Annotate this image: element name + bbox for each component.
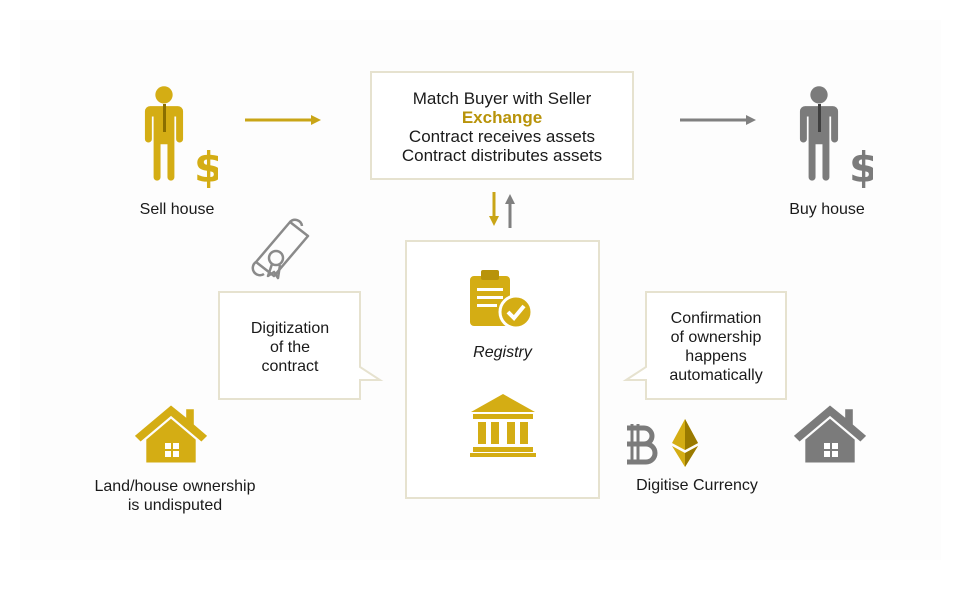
right-callout-line-2: of ownership [670,329,762,346]
ownership-line-1: Land/house ownership [94,478,256,495]
scroll-icon [251,218,310,280]
left-callout-shape [218,291,384,400]
right-callout-text: Confirmation of ownership happens automa… [652,309,780,385]
seller-label: Sell house [139,201,215,218]
exchange-line-3: Contract receives assets [408,127,596,146]
left-callout-line-3: contract [261,358,319,375]
exchange-box: Match Buyer with Seller Exchange Contrac… [370,71,634,180]
currency-label: Digitise Currency [636,477,758,494]
exchange-line-4: Contract distributes assets [401,146,603,165]
right-callout-line-1: Confirmation [670,310,762,327]
clipboard-check-icon [470,270,534,330]
arrow-right-grey-icon [680,115,756,125]
seller-person-icon: $ [144,86,218,190]
up-down-arrows-icon [489,192,515,228]
exchange-title: Exchange [461,108,543,127]
ownership-text: Land/house ownership is undisputed [70,477,280,515]
buyer-label: Buy house [789,201,865,218]
arrow-right-icon [245,115,321,125]
house-gold-icon [134,405,208,463]
buyer-person-icon: $ [799,86,873,190]
exchange-line-1: Match Buyer with Seller [412,89,592,108]
right-callout-line-3: happens [685,348,747,365]
dollar-icon: $ [849,143,873,190]
house-grey-icon [793,405,867,463]
left-callout-line-1: Digitization [250,320,330,337]
ethereum-icon [672,419,698,467]
left-callout-text: Digitization of the contract [228,319,352,376]
registry-label: Registry [473,344,532,361]
bitcoin-icon [627,424,658,465]
bank-icon [470,394,536,457]
left-callout-line-2: of the [269,339,311,356]
right-callout-line-4: automatically [669,367,763,384]
ownership-line-2: is undisputed [127,497,223,514]
right-callout-shape [622,291,787,400]
dollar-icon: $ [194,143,218,190]
